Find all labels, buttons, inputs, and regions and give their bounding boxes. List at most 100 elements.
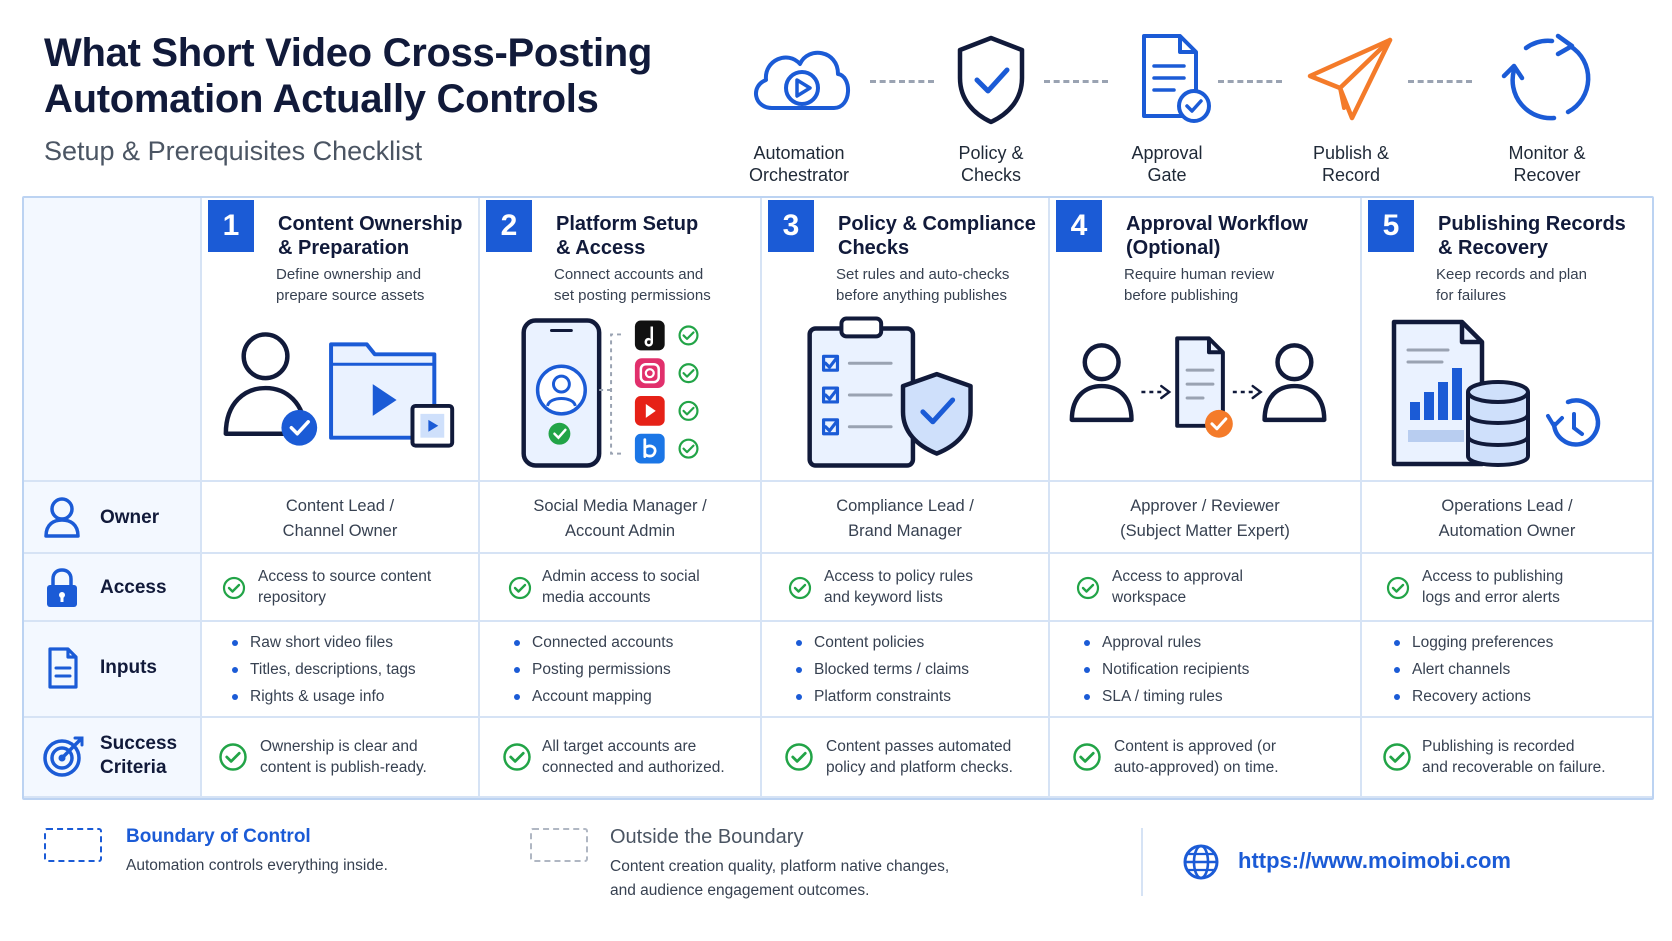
access-line-2: workspace xyxy=(1112,589,1187,606)
person-icon xyxy=(44,497,80,538)
lock-icon xyxy=(47,568,77,607)
report-database-illustration xyxy=(1391,319,1601,467)
flow-label-1b: Orchestrator xyxy=(748,165,850,185)
legend-outside-text: Content creation quality, platform nativ… xyxy=(610,855,949,903)
check-circle-icon xyxy=(1076,576,1100,600)
approval-handoff-illustration xyxy=(1069,336,1327,438)
inputs-cell-2: Connected accounts Posting permissions A… xyxy=(480,622,762,718)
owner-line-1: Operations Lead / xyxy=(1441,497,1573,515)
flow-label-1a: Automation xyxy=(753,143,845,163)
row-label-success-1: Success xyxy=(100,733,178,754)
column-header-4: 4 Approval Workflow (Optional) Require h… xyxy=(1050,198,1362,482)
inputs-list: Approval rules Notification recipients S… xyxy=(1080,629,1249,710)
column-description: Require human review before publishing xyxy=(1124,264,1274,306)
success-cell-3: Content passes automated policy and plat… xyxy=(762,718,1050,798)
access-line-1: Access to source content xyxy=(258,568,432,585)
list-item: Rights & usage info xyxy=(228,683,416,710)
success-line-2: and recoverable on failure. xyxy=(1422,759,1606,776)
success-cell-4: Content is approved (or auto-approved) o… xyxy=(1050,718,1362,798)
column-title-1: Platform Setup xyxy=(556,213,699,235)
owner-line-1: Content Lead / xyxy=(285,497,395,515)
list-item: Raw short video files xyxy=(228,629,416,656)
clipboard-shield-illustration xyxy=(807,316,973,468)
shield-check-icon xyxy=(957,35,1025,125)
website-link[interactable]: https://www.moimobi.com xyxy=(1238,848,1511,873)
flow-label-4b: Record xyxy=(1321,165,1381,185)
row-header-owner: Owner xyxy=(24,482,202,554)
access-line-2: media accounts xyxy=(542,589,651,606)
success-line-1: Publishing is recorded xyxy=(1422,738,1575,755)
column-title-1: Publishing Records xyxy=(1438,213,1626,235)
access-cell-4: Access to approval workspace xyxy=(1050,554,1362,622)
step-number-badge: 1 xyxy=(208,200,254,252)
access-cell-2: Admin access to social media accounts xyxy=(480,554,762,622)
globe-icon xyxy=(1183,844,1219,880)
list-item: Notification recipients xyxy=(1080,656,1249,683)
flow-label-2b: Checks xyxy=(960,165,1022,185)
column-title-1: Content Ownership xyxy=(278,213,463,235)
success-text: Content is approved (or auto-approved) o… xyxy=(1114,736,1279,778)
list-item: Titles, descriptions, tags xyxy=(228,656,416,683)
column-desc-2: set posting permissions xyxy=(554,287,711,304)
owner-text: Approver / Reviewer (Subject Matter Expe… xyxy=(1050,494,1360,544)
list-item: Connected accounts xyxy=(510,629,673,656)
column-title: Platform Setup & Access xyxy=(556,212,698,260)
success-cell-2: All target accounts are connected and au… xyxy=(480,718,762,798)
access-cell-1: Access to source content repository xyxy=(202,554,480,622)
flow-step-orchestrator: Automation Orchestrator xyxy=(714,30,884,186)
page-title: What Short Video Cross-Posting Automatio… xyxy=(44,30,652,122)
check-circle-icon xyxy=(503,743,531,771)
column-desc-2: before anything publishes xyxy=(836,287,1007,304)
column-title: Approval Workflow (Optional) xyxy=(1126,212,1308,260)
list-item: Logging preferences xyxy=(1390,629,1553,656)
list-item: Account mapping xyxy=(510,683,673,710)
owner-line-1: Social Media Manager / xyxy=(533,497,707,515)
document-check-icon xyxy=(1142,34,1211,123)
column-description: Connect accounts and set posting permiss… xyxy=(554,264,711,306)
column-desc-1: Set rules and auto-checks xyxy=(836,266,1010,283)
column-title-1: Policy & Compliance xyxy=(838,213,1036,235)
row-header-inputs: Inputs xyxy=(24,622,202,718)
flow-step-approval: Approval Gate xyxy=(1082,30,1252,186)
owner-text: Social Media Manager / Account Admin xyxy=(480,494,760,544)
legend-outside-line-1: Content creation quality, platform nativ… xyxy=(610,858,950,875)
owner-line-2: Channel Owner xyxy=(282,522,398,540)
flow-label-2a: Policy & xyxy=(958,143,1024,163)
list-item: Alert channels xyxy=(1390,656,1553,683)
step-number-badge: 3 xyxy=(768,200,814,252)
row-label-success: Success Criteria xyxy=(100,732,177,780)
access-line-2: and keyword lists xyxy=(824,589,943,606)
column-header-5: 5 Publishing Records & Recovery Keep rec… xyxy=(1362,198,1652,482)
owner-text: Content Lead / Channel Owner xyxy=(202,494,478,544)
success-line-2: auto-approved) on time. xyxy=(1114,759,1279,776)
access-cell-3: Access to policy rules and keyword lists xyxy=(762,554,1050,622)
success-text: Ownership is clear and content is publis… xyxy=(260,736,427,778)
row-header-access: Access xyxy=(24,554,202,622)
row-label-inputs: Inputs xyxy=(100,657,157,678)
column-title: Content Ownership & Preparation xyxy=(278,212,462,260)
column-desc-2: before publishing xyxy=(1124,287,1239,304)
owner-line-2: Account Admin xyxy=(564,522,676,540)
column-desc-1: Define ownership and xyxy=(276,266,422,283)
column-header-1: 1 Content Ownership & Preparation Define… xyxy=(202,198,480,482)
inputs-list: Raw short video files Titles, descriptio… xyxy=(228,629,416,710)
legend-inside-text: Automation controls everything inside. xyxy=(126,857,388,874)
check-circle-icon xyxy=(788,576,812,600)
flow-connector xyxy=(1408,80,1472,83)
flow-label-3b: Gate xyxy=(1147,165,1187,185)
success-text: All target accounts are connected and au… xyxy=(542,736,725,778)
check-circle-icon xyxy=(1383,743,1411,771)
inputs-cell-1: Raw short video files Titles, descriptio… xyxy=(202,622,480,718)
owner-line-2: Brand Manager xyxy=(848,522,962,540)
inputs-list: Connected accounts Posting permissions A… xyxy=(510,629,673,710)
owner-text: Compliance Lead / Brand Manager xyxy=(762,494,1048,544)
column-header-2: 2 Platform Setup & Access Connect accoun… xyxy=(480,198,762,482)
check-circle-icon xyxy=(1073,743,1101,771)
flow-label-5b: Recover xyxy=(1513,165,1581,185)
check-circle-icon xyxy=(1386,576,1410,600)
access-text: Access to policy rules and keyword lists xyxy=(824,566,973,608)
check-circle-icon xyxy=(508,576,532,600)
checklist-grid: Owner Access Inputs Success Crite xyxy=(22,196,1654,800)
access-text: Access to approval workspace xyxy=(1112,566,1243,608)
flow-label-4a: Publish & xyxy=(1312,143,1390,163)
